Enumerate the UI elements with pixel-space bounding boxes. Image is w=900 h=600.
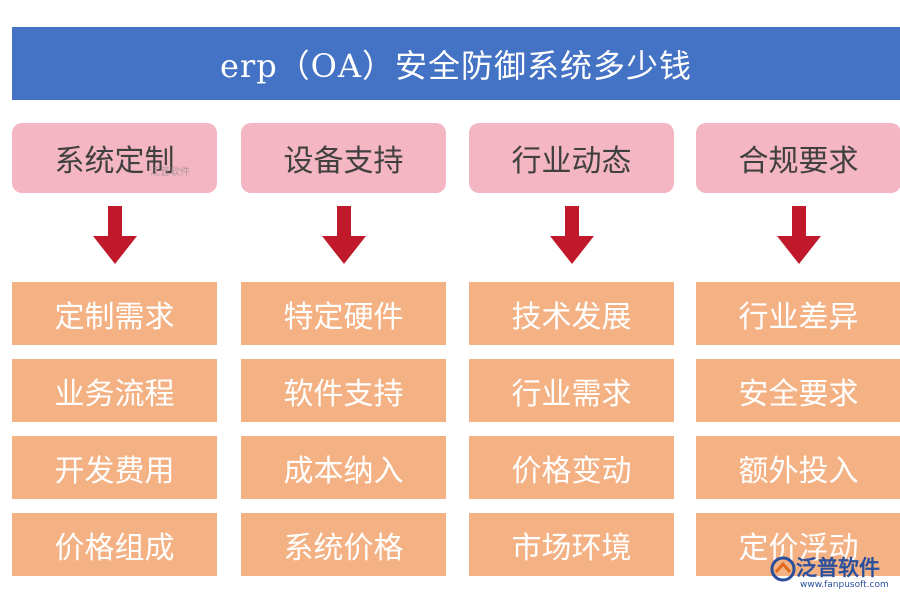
down-arrow-icon [92,206,137,264]
watermark-url: www.fanpusoft.com [800,580,889,590]
list-item: 价格变动 [469,436,674,499]
column-industry-trends: 行业动态 技术发展 行业需求 价格变动 市场环境 [469,123,674,590]
column-header: 合规要求 [696,123,900,193]
list-item: 定制需求 [12,282,217,345]
column-header: 设备支持 [241,123,446,193]
down-arrow-icon [321,206,366,264]
list-item: 行业需求 [469,359,674,422]
column-header-label: 合规要求 [738,144,859,179]
column-device-support: 设备支持 特定硬件 软件支持 成本纳入 系统价格 [241,123,446,590]
list-item: 业务流程 [12,359,217,422]
list-item: 技术发展 [469,282,674,345]
column-compliance: 合规要求 行业差异 安全要求 额外投入 定价浮动 [696,123,900,590]
list-item: 成本纳入 [241,436,446,499]
column-header-label: 系统定制 [54,144,175,179]
list-item: 安全要求 [696,359,900,422]
list-item: 特定硬件 [241,282,446,345]
list-item: 额外投入 [696,436,900,499]
down-arrow-icon [549,206,594,264]
column-header: 系统定制 泛普软件 [12,123,217,193]
diagram-title: erp（OA）安全防御系统多少钱 [12,27,900,100]
watermark-logo: 泛普软件 www.fanpusoft.com [768,552,898,598]
column-header: 行业动态 [469,123,674,193]
list-item: 软件支持 [241,359,446,422]
list-item: 定价浮动 [696,513,900,576]
list-item: 开发费用 [12,436,217,499]
list-item: 价格组成 [12,513,217,576]
column-header-label: 设备支持 [283,144,404,179]
list-item: 系统价格 [241,513,446,576]
fanpu-logo-icon [770,556,796,582]
list-item: 市场环境 [469,513,674,576]
watermark-name: 泛普软件 [796,556,880,580]
column-header-label: 行业动态 [511,144,632,179]
column-system-customization: 系统定制 泛普软件 定制需求 业务流程 开发费用 价格组成 [12,123,217,590]
watermark-small: 泛普软件 [150,167,190,178]
down-arrow-icon [776,206,821,264]
list-item: 行业差异 [696,282,900,345]
